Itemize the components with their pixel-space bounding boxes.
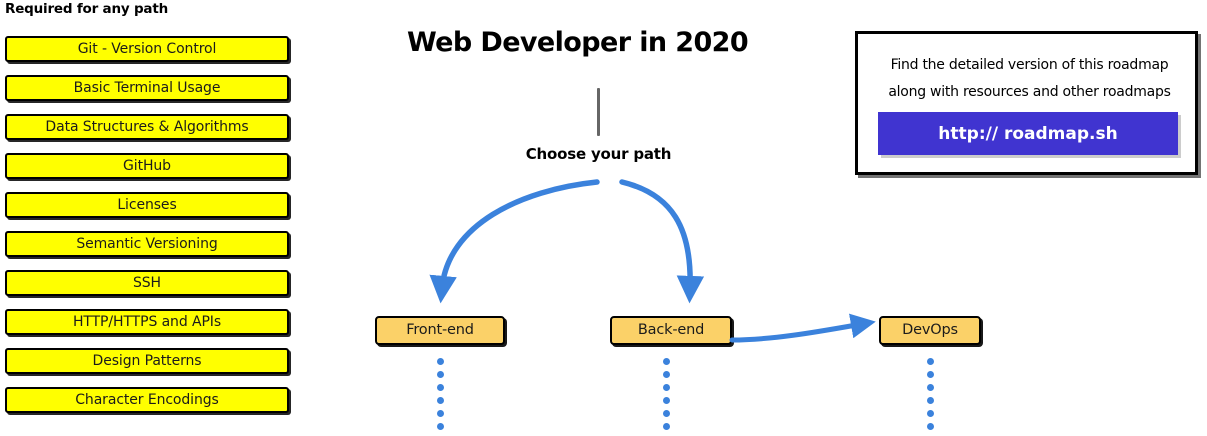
- info-panel-line-1: Find the detailed version of this roadma…: [890, 57, 1169, 73]
- choose-path-label: Choose your path: [525, 145, 672, 163]
- trail-dot: [663, 358, 670, 365]
- trail-dot: [437, 423, 444, 430]
- required-topic-box[interactable]: GitHub: [5, 153, 289, 179]
- required-topic-label: SSH: [132, 275, 161, 291]
- arrow-backend-to-devops: [729, 313, 876, 343]
- dot-trail-devops: [927, 358, 934, 436]
- trail-dot: [927, 397, 934, 404]
- path-box-devops[interactable]: DevOps: [879, 316, 981, 345]
- arrow-to-frontend: [429, 179, 600, 304]
- trail-dot: [927, 384, 934, 391]
- required-topic-label: Semantic Versioning: [76, 236, 218, 252]
- required-topic-box[interactable]: SSH: [5, 270, 289, 296]
- info-panel-line-2: along with resources and other roadmaps: [888, 84, 1171, 100]
- required-topic-box[interactable]: Licenses: [5, 192, 289, 218]
- required-topic-label: Data Structures & Algorithms: [45, 119, 249, 135]
- dot-trail-back-end: [663, 358, 670, 436]
- arrow-to-backend: [619, 179, 705, 304]
- dot-trail-front-end: [437, 358, 444, 436]
- trail-dot: [437, 410, 444, 417]
- path-box-back-end-label: Back-end: [637, 322, 705, 339]
- title-stem-connector: [597, 88, 600, 136]
- trail-dot: [437, 358, 444, 365]
- trail-dot: [437, 371, 444, 378]
- required-topic-box[interactable]: Data Structures & Algorithms: [5, 114, 289, 140]
- path-box-front-end[interactable]: Front-end: [375, 316, 505, 345]
- trail-dot: [437, 384, 444, 391]
- required-topic-label: GitHub: [123, 158, 171, 174]
- trail-dot: [663, 410, 670, 417]
- trail-dot: [663, 423, 670, 430]
- required-topic-label: Design Patterns: [92, 353, 202, 369]
- path-split-arrows: [429, 179, 705, 304]
- trail-dot: [663, 397, 670, 404]
- trail-dot: [927, 410, 934, 417]
- required-topic-label: Basic Terminal Usage: [73, 80, 221, 96]
- trail-dot: [663, 384, 670, 391]
- trail-dot: [927, 423, 934, 430]
- trail-dot: [663, 371, 670, 378]
- page-title: Web Developer in 2020: [406, 27, 749, 58]
- info-panel: Find the detailed version of this roadma…: [855, 31, 1198, 175]
- required-topic-box[interactable]: HTTP/HTTPS and APIs: [5, 309, 289, 335]
- path-box-front-end-label: Front-end: [406, 322, 474, 339]
- required-topic-box[interactable]: Git - Version Control: [5, 36, 289, 62]
- center-section: Web Developer in 2020 Choose your path: [300, 0, 855, 436]
- path-box-back-end[interactable]: Back-end: [610, 316, 732, 345]
- path-box-devops-label: DevOps: [902, 322, 958, 339]
- required-topic-box[interactable]: Character Encodings: [5, 387, 289, 413]
- required-section-heading: Required for any path: [5, 1, 168, 17]
- trail-dot: [927, 371, 934, 378]
- required-topic-label: Git - Version Control: [77, 41, 217, 57]
- trail-dot: [437, 397, 444, 404]
- required-topic-box[interactable]: Design Patterns: [5, 348, 289, 374]
- required-topic-label: Licenses: [117, 197, 177, 213]
- required-section: Required for any path Git - Version Cont…: [0, 0, 300, 436]
- roadmap-link-button[interactable]: http:// roadmap.sh: [878, 112, 1178, 155]
- required-topic-label: Character Encodings: [75, 392, 219, 408]
- roadmap-link-label: http:// roadmap.sh: [938, 123, 1118, 144]
- required-topic-box[interactable]: Semantic Versioning: [5, 231, 289, 257]
- required-topic-box[interactable]: Basic Terminal Usage: [5, 75, 289, 101]
- trail-dot: [927, 358, 934, 365]
- required-topic-label: HTTP/HTTPS and APIs: [72, 314, 222, 330]
